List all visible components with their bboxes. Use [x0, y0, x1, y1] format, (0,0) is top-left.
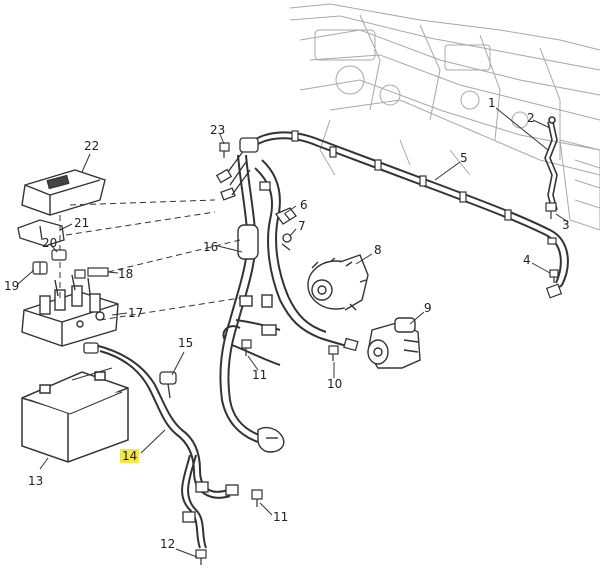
bracket-21	[17, 219, 65, 247]
bolt-10	[328, 345, 339, 361]
callout-22: 22	[84, 139, 100, 153]
callout-11-upper: 11	[252, 368, 268, 382]
callout-8: 8	[374, 243, 382, 257]
callout-1: 1	[488, 96, 496, 110]
starter-connector	[343, 337, 359, 352]
bolt-11-upper	[241, 339, 252, 356]
callout-14: 14	[120, 449, 140, 463]
callout-2: 2	[527, 111, 535, 125]
callout-21: 21	[74, 216, 90, 230]
callout-17: 17	[128, 306, 144, 320]
callout-19: 19	[4, 279, 20, 293]
battery	[21, 367, 129, 463]
cover-22	[21, 169, 106, 216]
bolt-3	[545, 202, 557, 219]
clip-19	[32, 261, 48, 275]
callout-23: 23	[210, 123, 226, 137]
sensor-15	[159, 371, 177, 399]
harness-clips	[291, 130, 557, 245]
harness-16-wrap	[237, 224, 277, 336]
callout-18: 18	[118, 267, 134, 281]
vehicle-body-structure	[289, 3, 600, 231]
callout-15: 15	[178, 336, 194, 350]
connector-18	[74, 267, 109, 279]
clip-20	[51, 249, 67, 261]
callout-20: 20	[42, 236, 58, 250]
leader-lines	[17, 107, 569, 558]
callout-4: 4	[523, 253, 531, 267]
part-7	[281, 233, 292, 251]
callout-7: 7	[298, 219, 306, 233]
harness-16-end	[257, 426, 285, 453]
callout-5: 5	[460, 151, 468, 165]
harness-16	[219, 154, 353, 443]
bolt-12	[195, 549, 207, 565]
bolt-23	[219, 142, 230, 158]
alternator	[307, 254, 369, 311]
callout-10: 10	[327, 377, 343, 391]
callout-9: 9	[424, 301, 432, 315]
cable-14-ends	[83, 342, 239, 523]
callout-13: 13	[28, 474, 44, 488]
callout-6: 6	[300, 198, 308, 212]
callout-11-lower: 11	[273, 510, 289, 524]
bolt-11-lower	[251, 489, 263, 507]
part-6	[275, 207, 297, 225]
starter-motor	[367, 317, 421, 369]
callout-3: 3	[562, 218, 570, 232]
top-connectors	[215, 137, 271, 201]
callout-16: 16	[203, 240, 219, 254]
callout-12: 12	[160, 537, 176, 551]
fuse-block-17	[21, 274, 119, 347]
assembly-guide-lines	[59, 199, 241, 321]
ground-strap	[544, 116, 558, 211]
bolt-4	[549, 269, 559, 283]
harness-5-end-connector	[545, 283, 563, 299]
